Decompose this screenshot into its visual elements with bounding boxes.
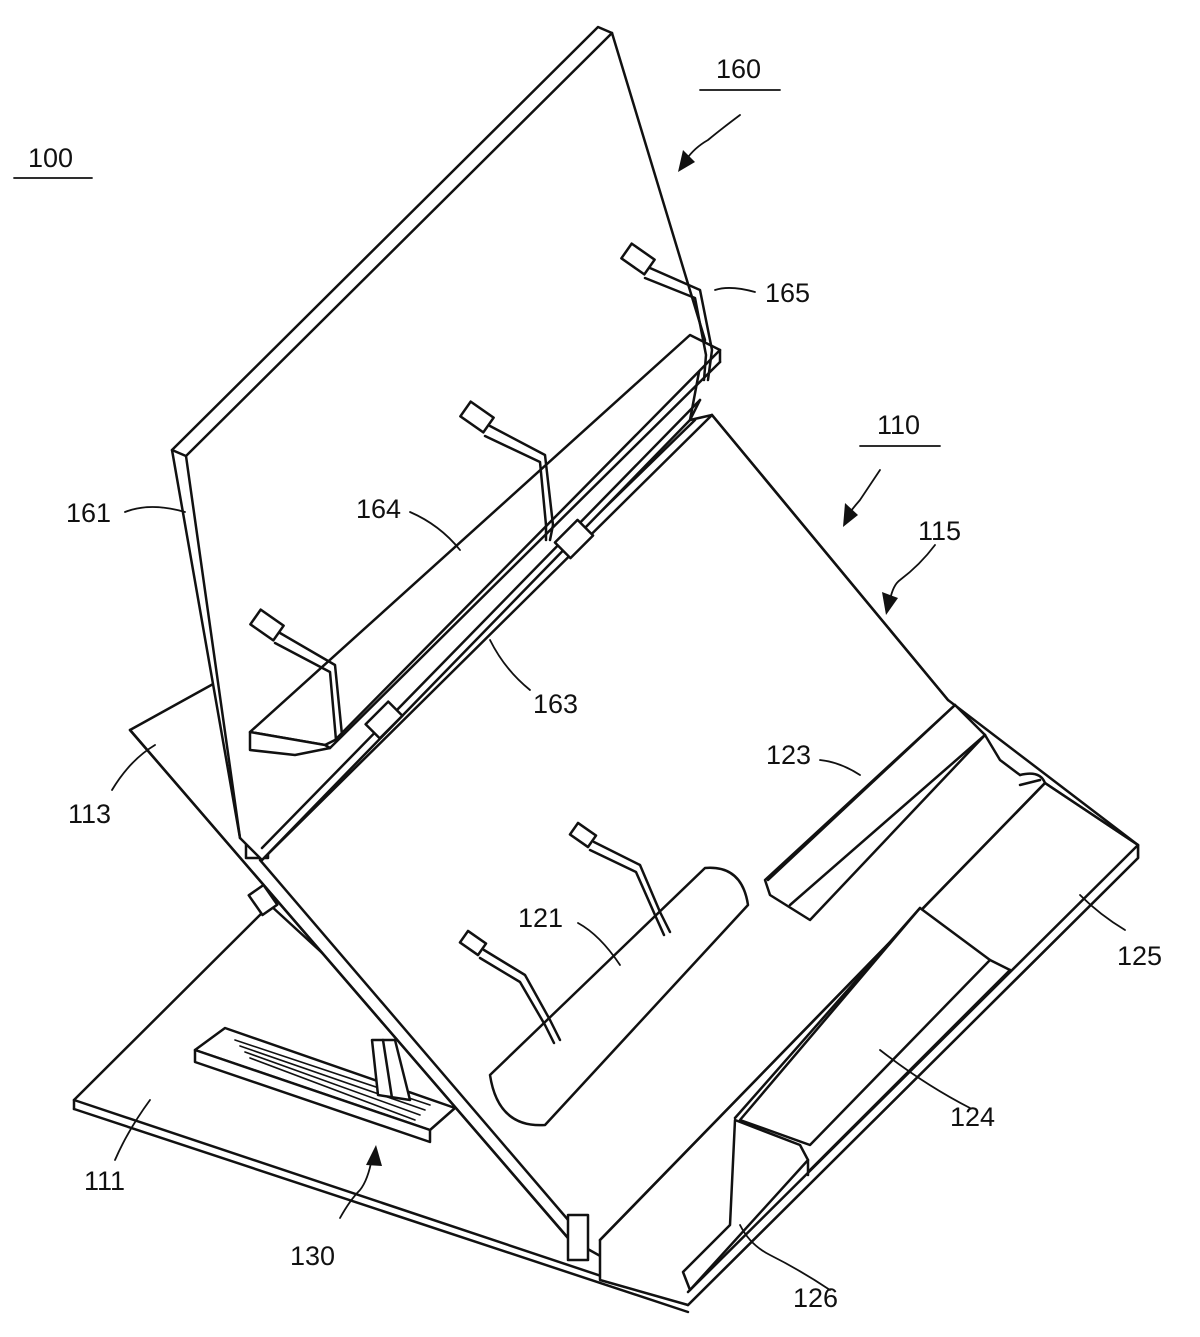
label-100: 100 — [28, 143, 73, 173]
label-126: 126 — [793, 1283, 838, 1313]
label-124: 124 — [950, 1102, 995, 1132]
label-110: 110 — [877, 410, 920, 440]
label-130: 130 — [290, 1241, 335, 1271]
label-163: 163 — [533, 689, 578, 719]
label-111: 111 — [84, 1166, 125, 1196]
label-164: 164 — [356, 494, 401, 524]
label-161: 161 — [66, 498, 111, 528]
label-121: 121 — [518, 903, 563, 933]
label-115: 115 — [918, 516, 961, 546]
label-165: 165 — [765, 278, 810, 308]
label-125: 125 — [1117, 941, 1162, 971]
label-113: 113 — [68, 799, 111, 829]
label-123: 123 — [766, 740, 811, 770]
label-160: 160 — [716, 54, 761, 84]
